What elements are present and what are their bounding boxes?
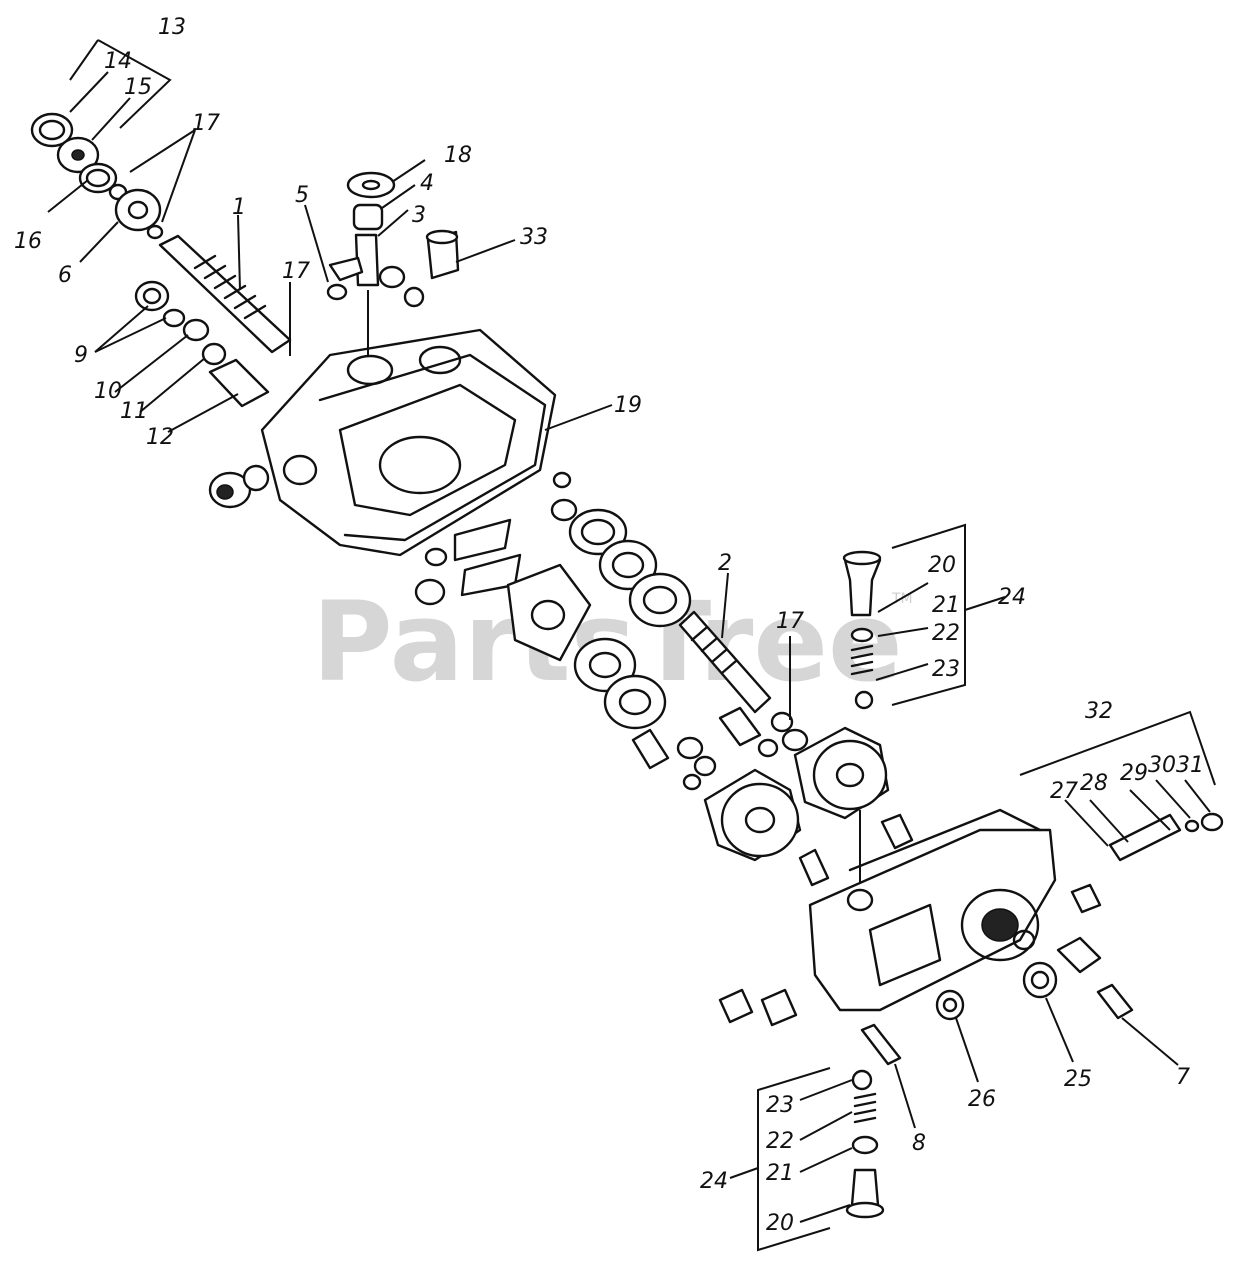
seal-part-14 — [30, 112, 74, 148]
callout-5: 5 — [295, 183, 309, 208]
callout-18: 18 — [444, 143, 472, 168]
callout-4: 4 — [420, 171, 434, 196]
callout-23-b: 23 — [766, 1093, 794, 1118]
callout-17-a: 17 — [192, 111, 220, 136]
ring-part-16 — [78, 162, 118, 194]
swashplate-group — [414, 471, 692, 730]
bracket-32 — [1019, 710, 1216, 786]
callout-12: 12 — [146, 425, 174, 450]
callout-15: 15 — [124, 75, 152, 100]
callout-26: 26 — [968, 1087, 996, 1112]
callout-24-b: 24 — [700, 1169, 728, 1194]
callout-14: 14 — [104, 49, 132, 74]
callout-17-c: 17 — [776, 609, 804, 634]
callout-8: 8 — [912, 1131, 926, 1156]
callout-1: 1 — [232, 195, 246, 220]
callout-22-b: 22 — [766, 1129, 794, 1154]
center-section-housing — [808, 808, 1057, 1012]
washer-part-18 — [346, 171, 396, 199]
callout-17-b: 17 — [282, 259, 310, 284]
valve-parts-group — [134, 280, 270, 509]
callout-10: 10 — [94, 379, 122, 404]
side-parts-group — [718, 812, 1224, 1066]
callout-19: 19 — [614, 393, 642, 418]
callout-9: 9 — [74, 343, 88, 368]
top-parts-group — [326, 171, 460, 355]
shaft-part-2 — [678, 610, 772, 714]
callout-6: 6 — [58, 263, 72, 288]
callout-22-a: 22 — [932, 621, 960, 646]
callout-labels: 13 14 15 17 16 6 1 5 18 4 3 33 17 9 10 1… — [14, 15, 1204, 1236]
relief-valve-upper — [842, 523, 966, 710]
leader-lines — [47, 71, 1211, 1223]
callout-7: 7 — [1176, 1065, 1190, 1090]
housing-part-19 — [260, 328, 557, 557]
callout-13: 13 — [158, 15, 186, 40]
cap-part-4 — [352, 203, 384, 231]
callout-25: 25 — [1064, 1067, 1092, 1092]
callout-21-b: 21 — [766, 1161, 794, 1186]
seal-kit-group — [30, 39, 172, 240]
callout-28: 28 — [1080, 771, 1108, 796]
callout-24-a: 24 — [998, 585, 1026, 610]
callout-20-b: 20 — [766, 1211, 794, 1236]
callout-20-a: 20 — [928, 553, 956, 578]
callout-3: 3 — [412, 203, 426, 228]
bearing-part-6 — [114, 188, 162, 232]
relief-valve-lower — [757, 1067, 885, 1252]
nut-part-5 — [326, 283, 348, 301]
callout-16: 16 — [14, 229, 42, 254]
callout-21-a: 21 — [932, 593, 960, 618]
callout-32: 32 — [1085, 699, 1113, 724]
callout-27: 27 — [1050, 779, 1078, 804]
callout-2: 2 — [718, 551, 732, 576]
callout-33: 33 — [520, 225, 548, 250]
callout-11: 11 — [120, 399, 148, 424]
cylinder-group — [631, 706, 914, 890]
callout-23-a: 23 — [932, 657, 960, 682]
callout-31: 31 — [1176, 753, 1204, 778]
callout-29: 29 — [1120, 761, 1148, 786]
callout-30: 30 — [1148, 753, 1176, 778]
